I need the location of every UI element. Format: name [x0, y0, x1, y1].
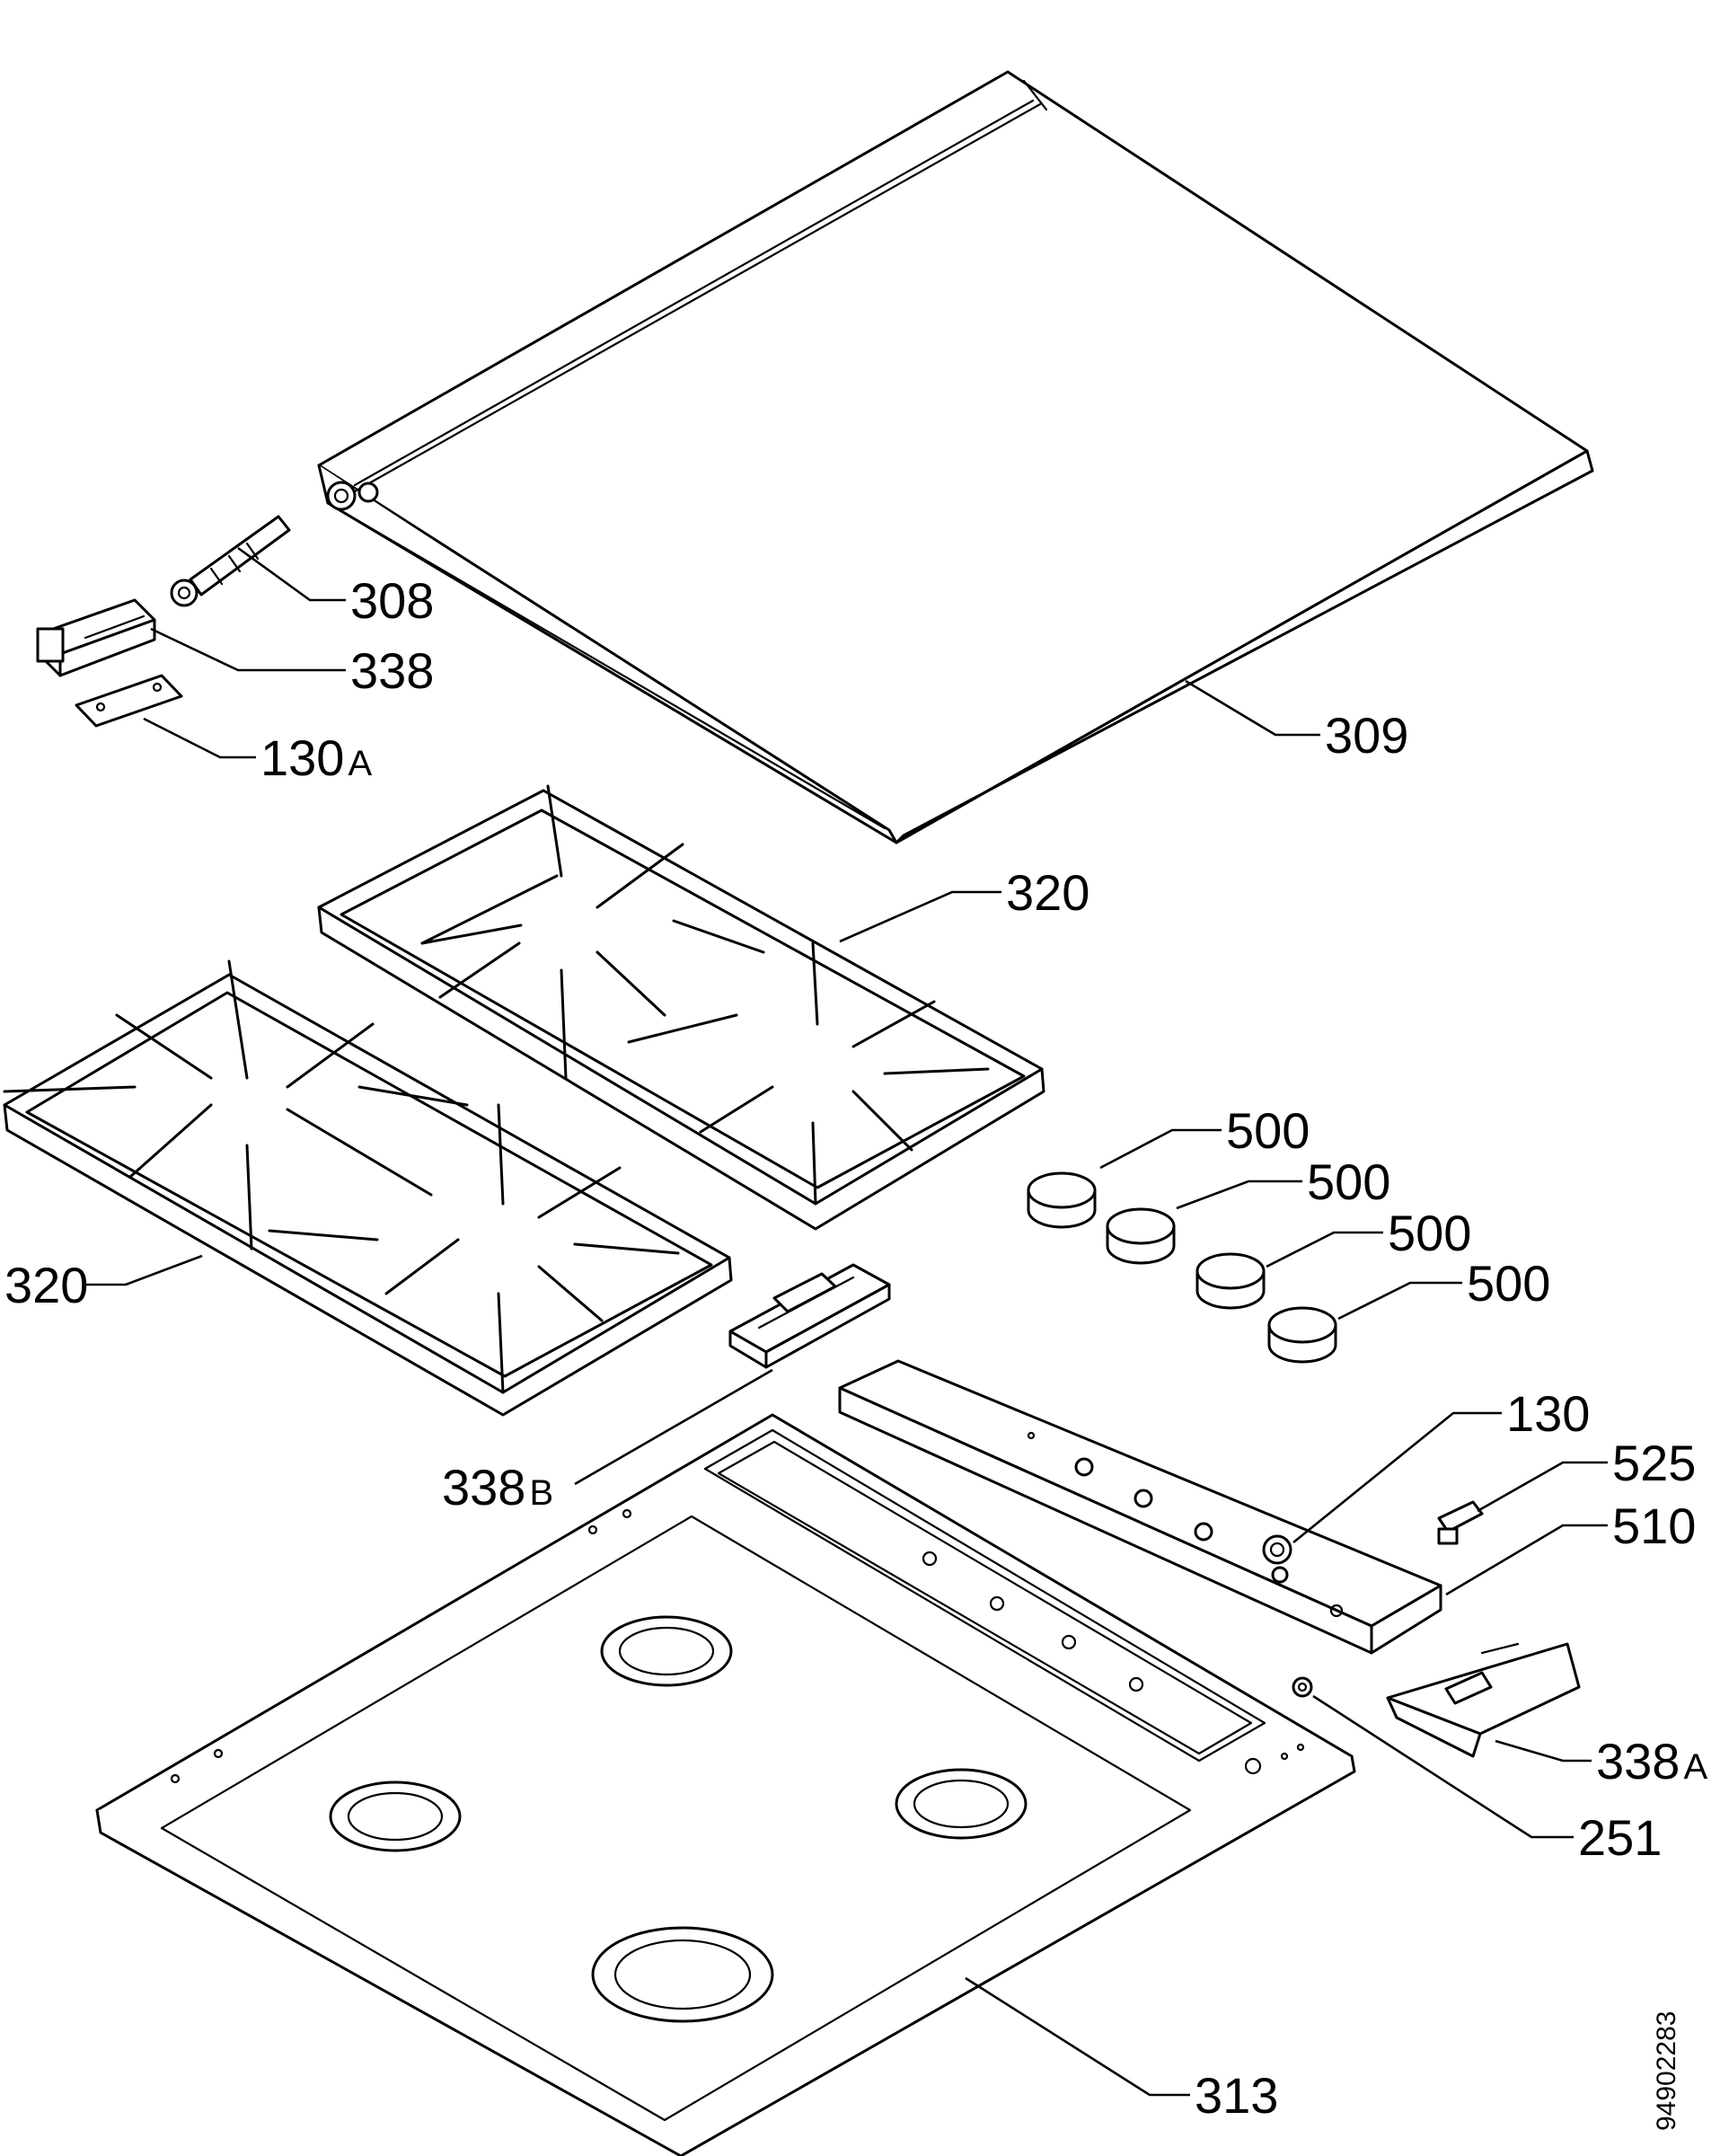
leader-500-4 — [1337, 1281, 1462, 1321]
leader-525 — [1477, 1461, 1608, 1513]
callout-251: 251 — [1578, 1809, 1662, 1866]
callout-313: 313 — [1195, 2067, 1278, 2124]
leader-500-1 — [1099, 1128, 1222, 1170]
callout-320-right: 320 — [1006, 864, 1089, 921]
part-338B-switch-bracket — [728, 1263, 891, 1369]
leader-313 — [965, 1976, 1190, 2097]
drawing-number: 94902283 — [1652, 2011, 1681, 2131]
callout-320-left: 320 — [4, 1257, 88, 1313]
callout-510: 510 — [1612, 1498, 1696, 1554]
leader-338B — [574, 1368, 773, 1486]
callout-500-1: 500 — [1226, 1102, 1310, 1159]
callout-308: 308 — [350, 572, 434, 629]
part-338-hinge-block — [36, 598, 156, 677]
part-251-nut — [1292, 1676, 1313, 1698]
leader-130A — [143, 717, 256, 759]
part-309-lid — [317, 70, 1594, 844]
leader-500-3 — [1266, 1231, 1383, 1268]
part-500-knob-1 — [1027, 1171, 1097, 1229]
leader-510 — [1445, 1524, 1608, 1596]
callout-500-4: 500 — [1467, 1255, 1550, 1312]
part-500-knob-3 — [1195, 1252, 1266, 1310]
part-320-pan-support-right — [317, 784, 1045, 1231]
callout-500-3: 500 — [1388, 1205, 1471, 1261]
leader-338-top — [150, 627, 346, 672]
leader-338A — [1495, 1739, 1592, 1763]
callout-309: 309 — [1325, 707, 1408, 764]
callout-500-2: 500 — [1307, 1153, 1390, 1210]
leader-500-2 — [1176, 1180, 1302, 1210]
part-320-pan-support-left — [3, 959, 733, 1417]
part-308-hinge-pin — [170, 515, 291, 607]
leader-309 — [1185, 679, 1320, 737]
callout-525: 525 — [1612, 1435, 1696, 1491]
part-130A-plate — [75, 674, 183, 728]
part-500-knob-4 — [1267, 1306, 1337, 1364]
callout-130: 130 — [1506, 1385, 1590, 1442]
part-500-knob-2 — [1106, 1207, 1176, 1265]
part-338A-bracket — [1386, 1642, 1581, 1758]
leader-308 — [237, 546, 346, 602]
leader-130 — [1292, 1411, 1502, 1544]
part-130-control-panel — [838, 1359, 1442, 1655]
part-313-hob-top — [95, 1413, 1356, 2156]
leader-320-left — [85, 1254, 203, 1286]
leader-lines — [85, 546, 1608, 2097]
leader-320-right — [839, 890, 1001, 943]
callout-338-top: 338 — [350, 642, 434, 699]
part-525-switch — [1437, 1500, 1484, 1545]
leader-251 — [1312, 1694, 1574, 1839]
